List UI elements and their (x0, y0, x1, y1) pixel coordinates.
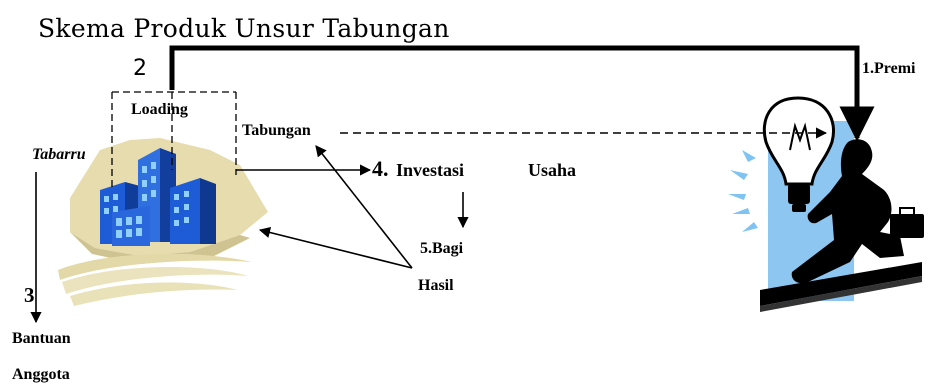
lightbulb-base (788, 184, 810, 204)
businessman-silhouette (791, 139, 904, 284)
building-windows (104, 162, 189, 238)
usaha-label: Usaha (528, 160, 577, 180)
company-building-icon (58, 138, 268, 306)
lightbulb-rays (728, 150, 758, 232)
premi-label: 1.Premi (862, 60, 916, 77)
loading-label: Loading (131, 101, 188, 118)
building-swoosh-2 (62, 266, 248, 294)
premi-flow-arrow (169, 45, 875, 142)
diagram-title: Skema Produk Unsur Tabungan (38, 14, 450, 43)
building-swoosh-3 (70, 282, 238, 306)
briefcase (890, 214, 924, 238)
bantuan-label: Bantuan (12, 330, 71, 347)
hasil-to-tabungan-arrow (315, 145, 413, 269)
step-3-label: 3 (24, 283, 35, 307)
tower-right-side (200, 178, 216, 244)
lightbulb-filament (789, 122, 811, 151)
tabungan-label: Tabungan (240, 122, 313, 140)
hasil-label: Hasil (418, 277, 454, 294)
bagi-label: 5.Bagi (420, 240, 464, 257)
participant-businessman-icon (728, 96, 924, 312)
hasil-to-company-arrow (258, 227, 413, 269)
loading-dashed-box (111, 91, 237, 190)
investasi-number-label: 4. (372, 156, 389, 181)
participant-base (760, 262, 922, 306)
tabarru-label: Tabarru (32, 146, 86, 163)
anggota-label: Anggota (12, 366, 70, 383)
building-swoosh-1 (58, 253, 252, 280)
investasi-label: Investasi (396, 160, 465, 180)
step-2-label: 2 (133, 56, 147, 81)
